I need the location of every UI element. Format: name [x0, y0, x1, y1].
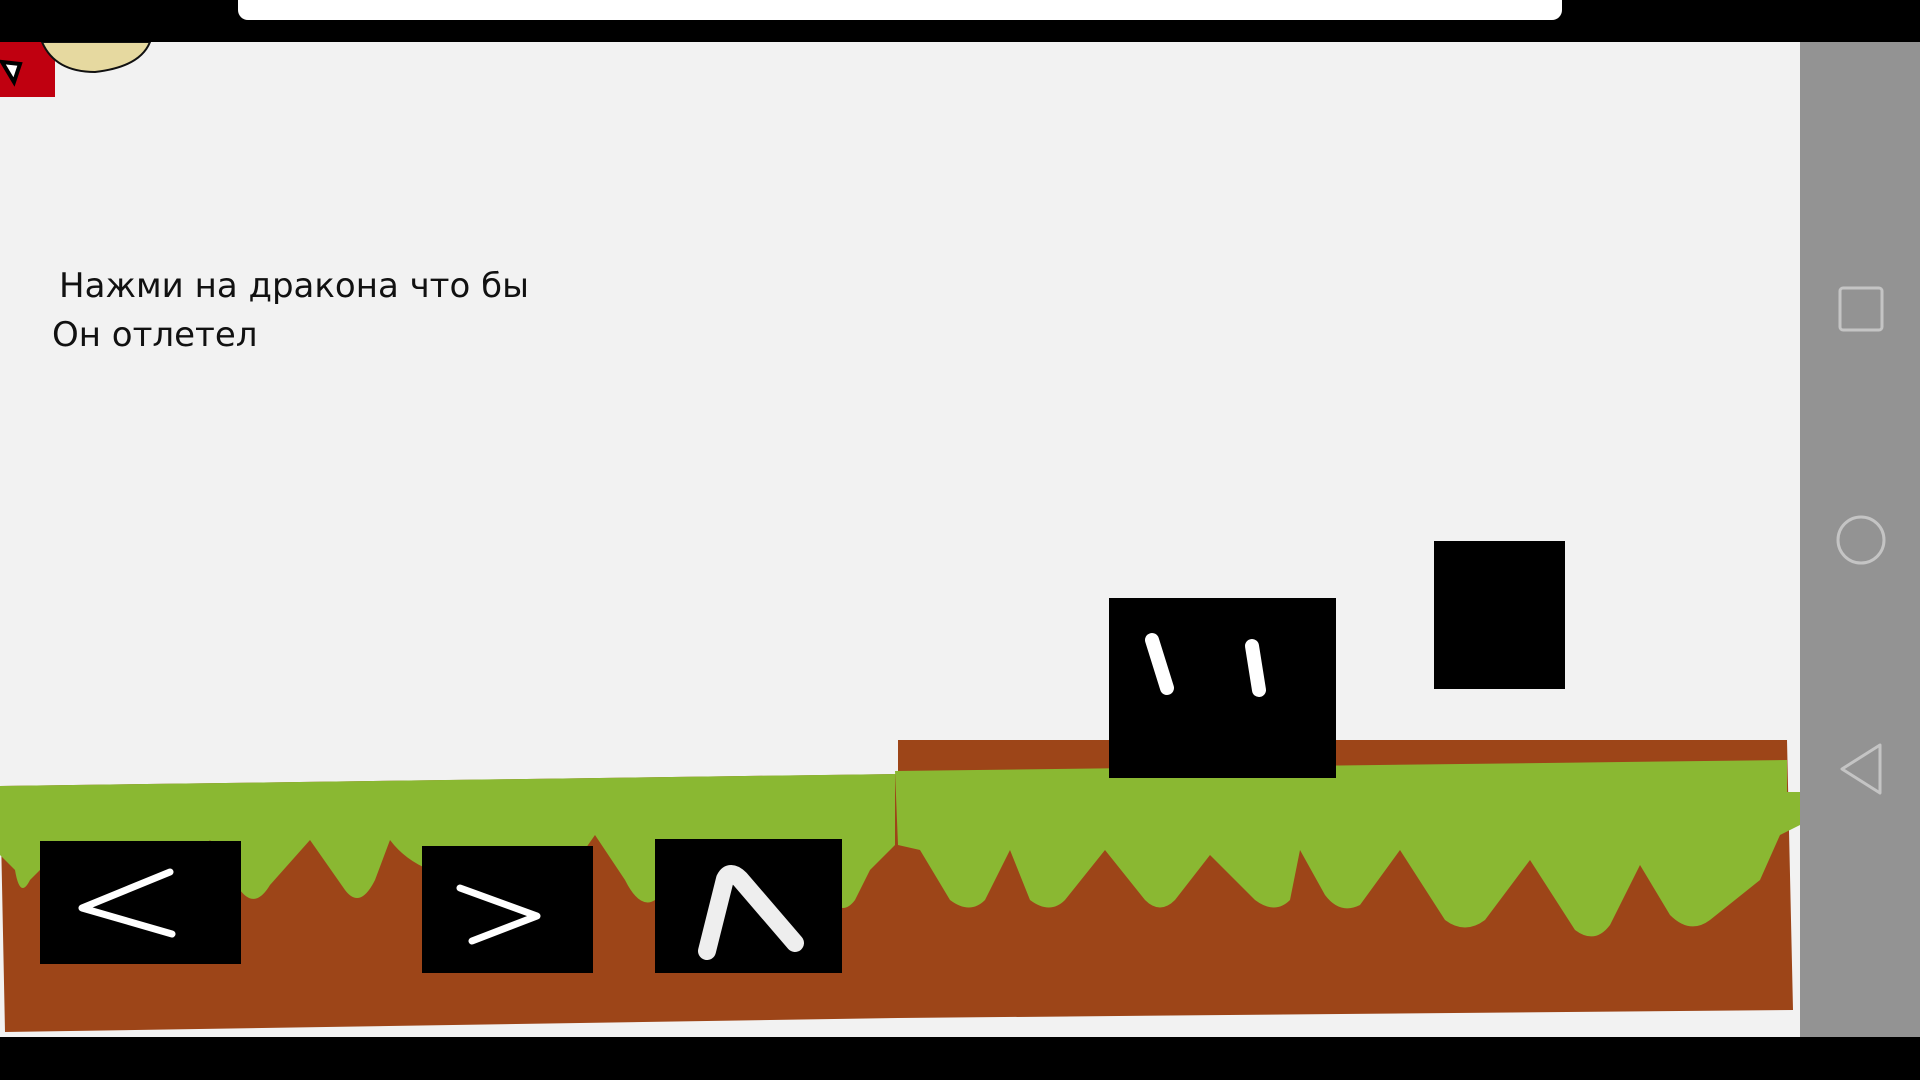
- jump-button[interactable]: [655, 839, 842, 973]
- bottom-bar: [0, 1037, 1920, 1080]
- ground: [0, 740, 1800, 1032]
- eyes-icon: [1145, 633, 1266, 697]
- hint-line-2: Он отлетел: [52, 315, 258, 355]
- navigation-bar: [1800, 42, 1920, 1037]
- right-arrow-icon: [456, 884, 541, 945]
- hint-line-1: Нажми на дракона что бы: [59, 266, 529, 306]
- recents-square-icon[interactable]: [1838, 286, 1884, 332]
- move-right-button[interactable]: [422, 846, 593, 973]
- home-circle-icon[interactable]: [1835, 514, 1887, 566]
- move-left-button[interactable]: [40, 841, 241, 964]
- dragon-sprite[interactable]: [0, 42, 170, 102]
- black-block-obstacle: [1434, 541, 1565, 689]
- notification-pill: [238, 0, 1562, 20]
- up-arrow-icon: [698, 865, 804, 960]
- left-arrow-icon: [78, 868, 176, 938]
- black-block-character[interactable]: [1109, 598, 1336, 778]
- grass-right: [895, 760, 1800, 937]
- back-triangle-icon[interactable]: [1838, 742, 1884, 796]
